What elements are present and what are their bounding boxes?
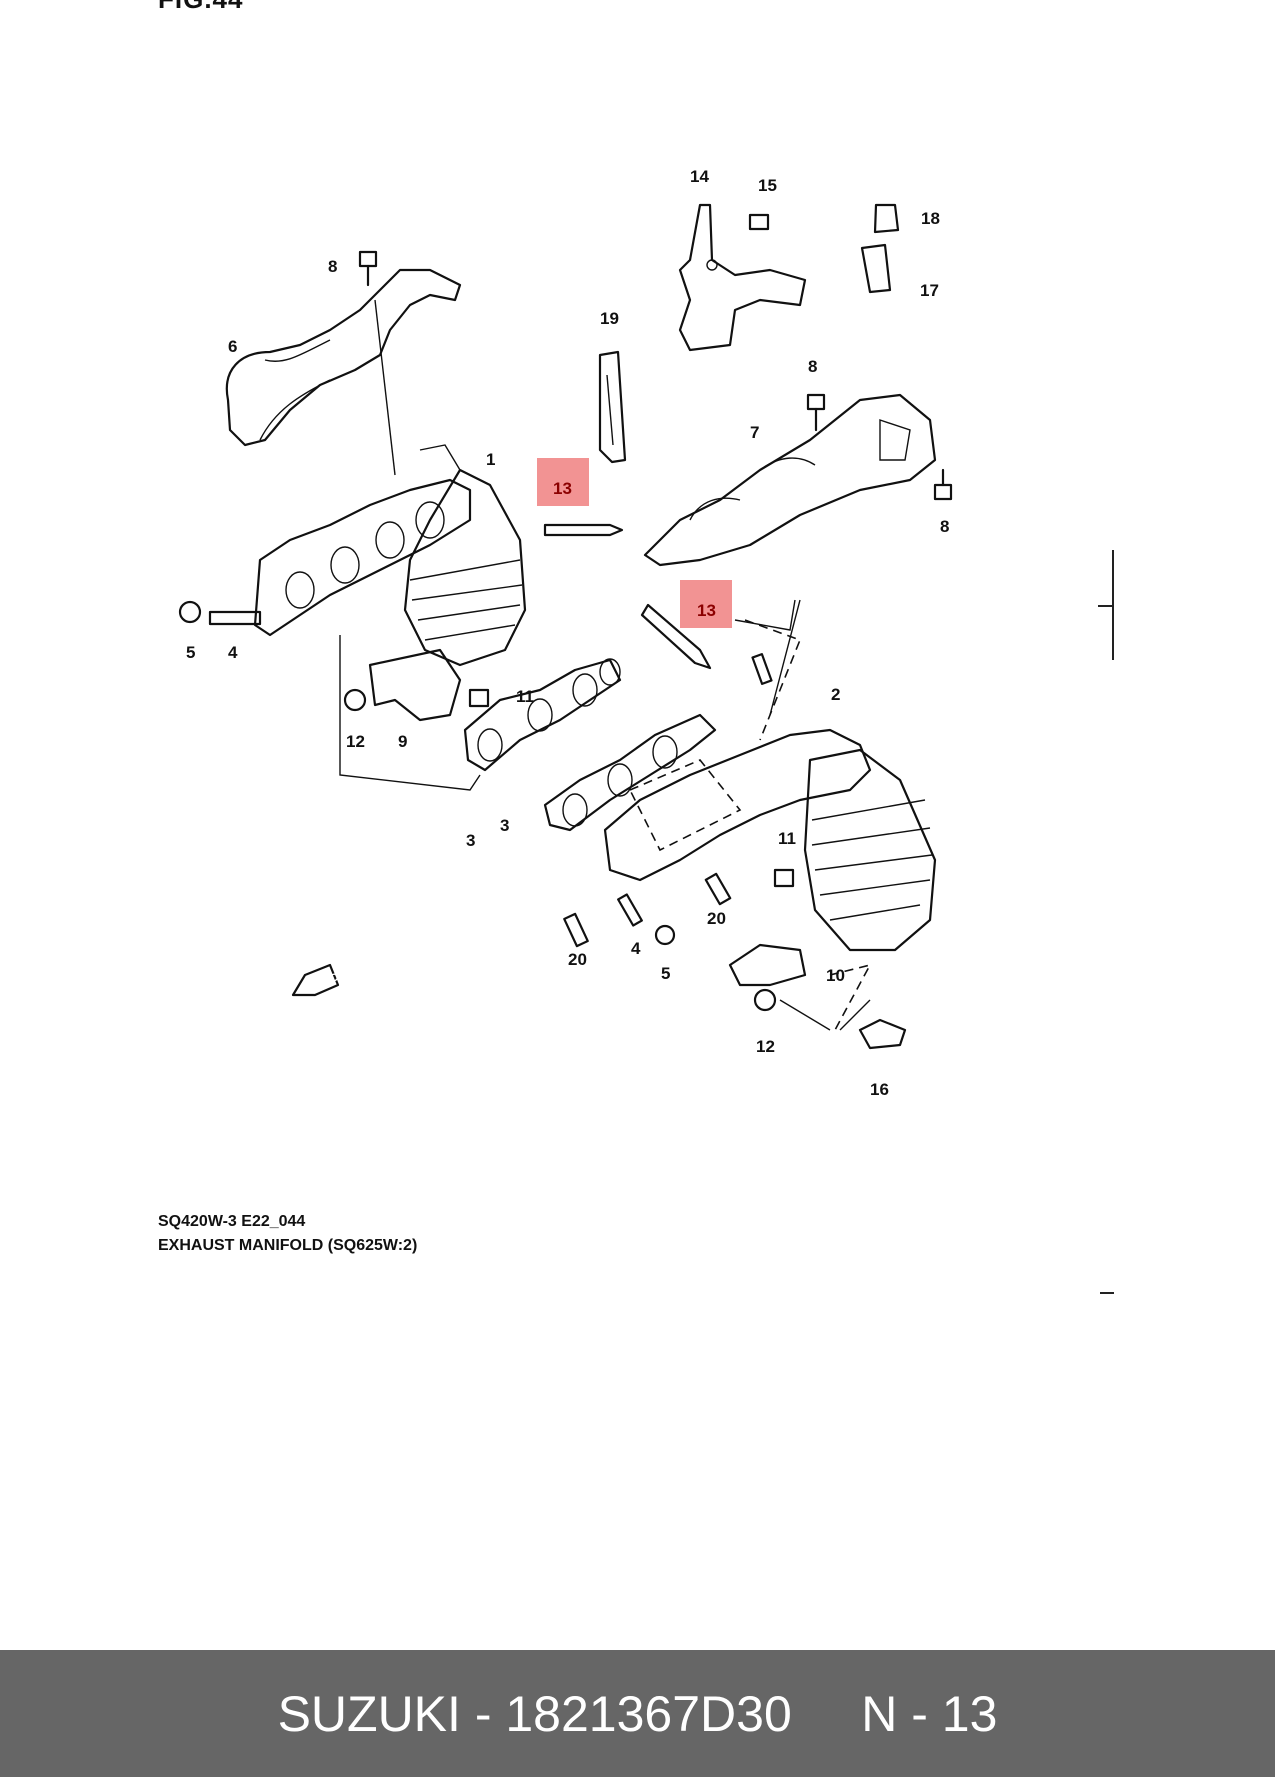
clamp-17-18 (860, 203, 900, 294)
fwd-label: FWD (313, 971, 341, 991)
bracket-19 (598, 350, 627, 464)
bracket-10 (728, 943, 807, 987)
heat-shield-6 (225, 268, 462, 447)
callout-1: 1 (486, 450, 495, 469)
fasteners (178, 213, 953, 1050)
callout-11: 11 (778, 829, 796, 848)
gasket-3-right (543, 713, 717, 832)
exhaust-manifold-2 (603, 728, 937, 952)
callout-15: 15 (758, 176, 777, 195)
callout-18: 18 (921, 209, 940, 228)
callout-6: 6 (228, 337, 237, 356)
callout-14: 14 (690, 167, 709, 186)
callout-13: 13 (697, 601, 716, 620)
caption-title: EXHAUST MANIFOLD (SQ625W:2) (158, 1237, 418, 1254)
leader-lines (339, 299, 872, 1031)
caption-code: SQ420W-3 E22_044 (158, 1213, 306, 1230)
callout-3: 3 (500, 816, 509, 835)
separator: - (460, 1685, 506, 1742)
callout-19: 19 (600, 309, 619, 328)
callout-12: 12 (756, 1037, 775, 1056)
callout-10: 10 (826, 966, 845, 985)
callout-20: 20 (568, 950, 587, 969)
callout-12: 12 (346, 732, 365, 751)
callout-20: 20 (707, 909, 726, 928)
position-label: N - 13 (861, 1685, 998, 1742)
brand-name: SUZUKI (277, 1685, 461, 1742)
part-number: 1821367D30 (505, 1685, 792, 1742)
callout-16: 16 (870, 1080, 889, 1099)
callout-2: 2 (831, 685, 840, 704)
callout-9: 9 (398, 732, 407, 751)
exhaust-manifold-diagram: FWD 1 2 3 3 4 4 5 5 6 7 8 8 8 9 10 11 11… (178, 167, 953, 1099)
highlight-13-upper (537, 458, 589, 506)
callout-5: 5 (186, 643, 195, 662)
callout-7: 7 (750, 423, 759, 442)
callout-8: 8 (328, 257, 337, 276)
callout-5: 5 (661, 964, 670, 983)
bracket-14 (678, 203, 807, 352)
page-edge-mark (1100, 1292, 1114, 1294)
highlight-13-lower (680, 580, 732, 628)
callout-4: 4 (631, 939, 641, 958)
exhaust-manifold-1 (253, 444, 527, 667)
callout-13: 13 (553, 479, 572, 498)
figure-header: FIG.44 (158, 0, 243, 15)
page-edge-mark (1098, 605, 1114, 607)
callout-4: 4 (228, 643, 238, 662)
spacer (792, 1685, 861, 1743)
heat-shield-7 (643, 393, 937, 567)
callout-8: 8 (808, 357, 817, 376)
callout-8: 8 (940, 517, 949, 536)
callout-17: 17 (920, 281, 939, 300)
bracket-9 (368, 648, 462, 722)
part-info-bar: SUZUKI - 1821367D30 N - 13 (0, 1650, 1275, 1777)
fwd-arrow: FWD (291, 963, 341, 997)
gasket-3-left (463, 658, 622, 772)
callout-11: 11 (516, 687, 534, 706)
diagram-caption: SQ420W-3 E22_044 EXHAUST MANIFOLD (SQ625… (158, 1210, 417, 1258)
callout-3: 3 (466, 831, 475, 850)
